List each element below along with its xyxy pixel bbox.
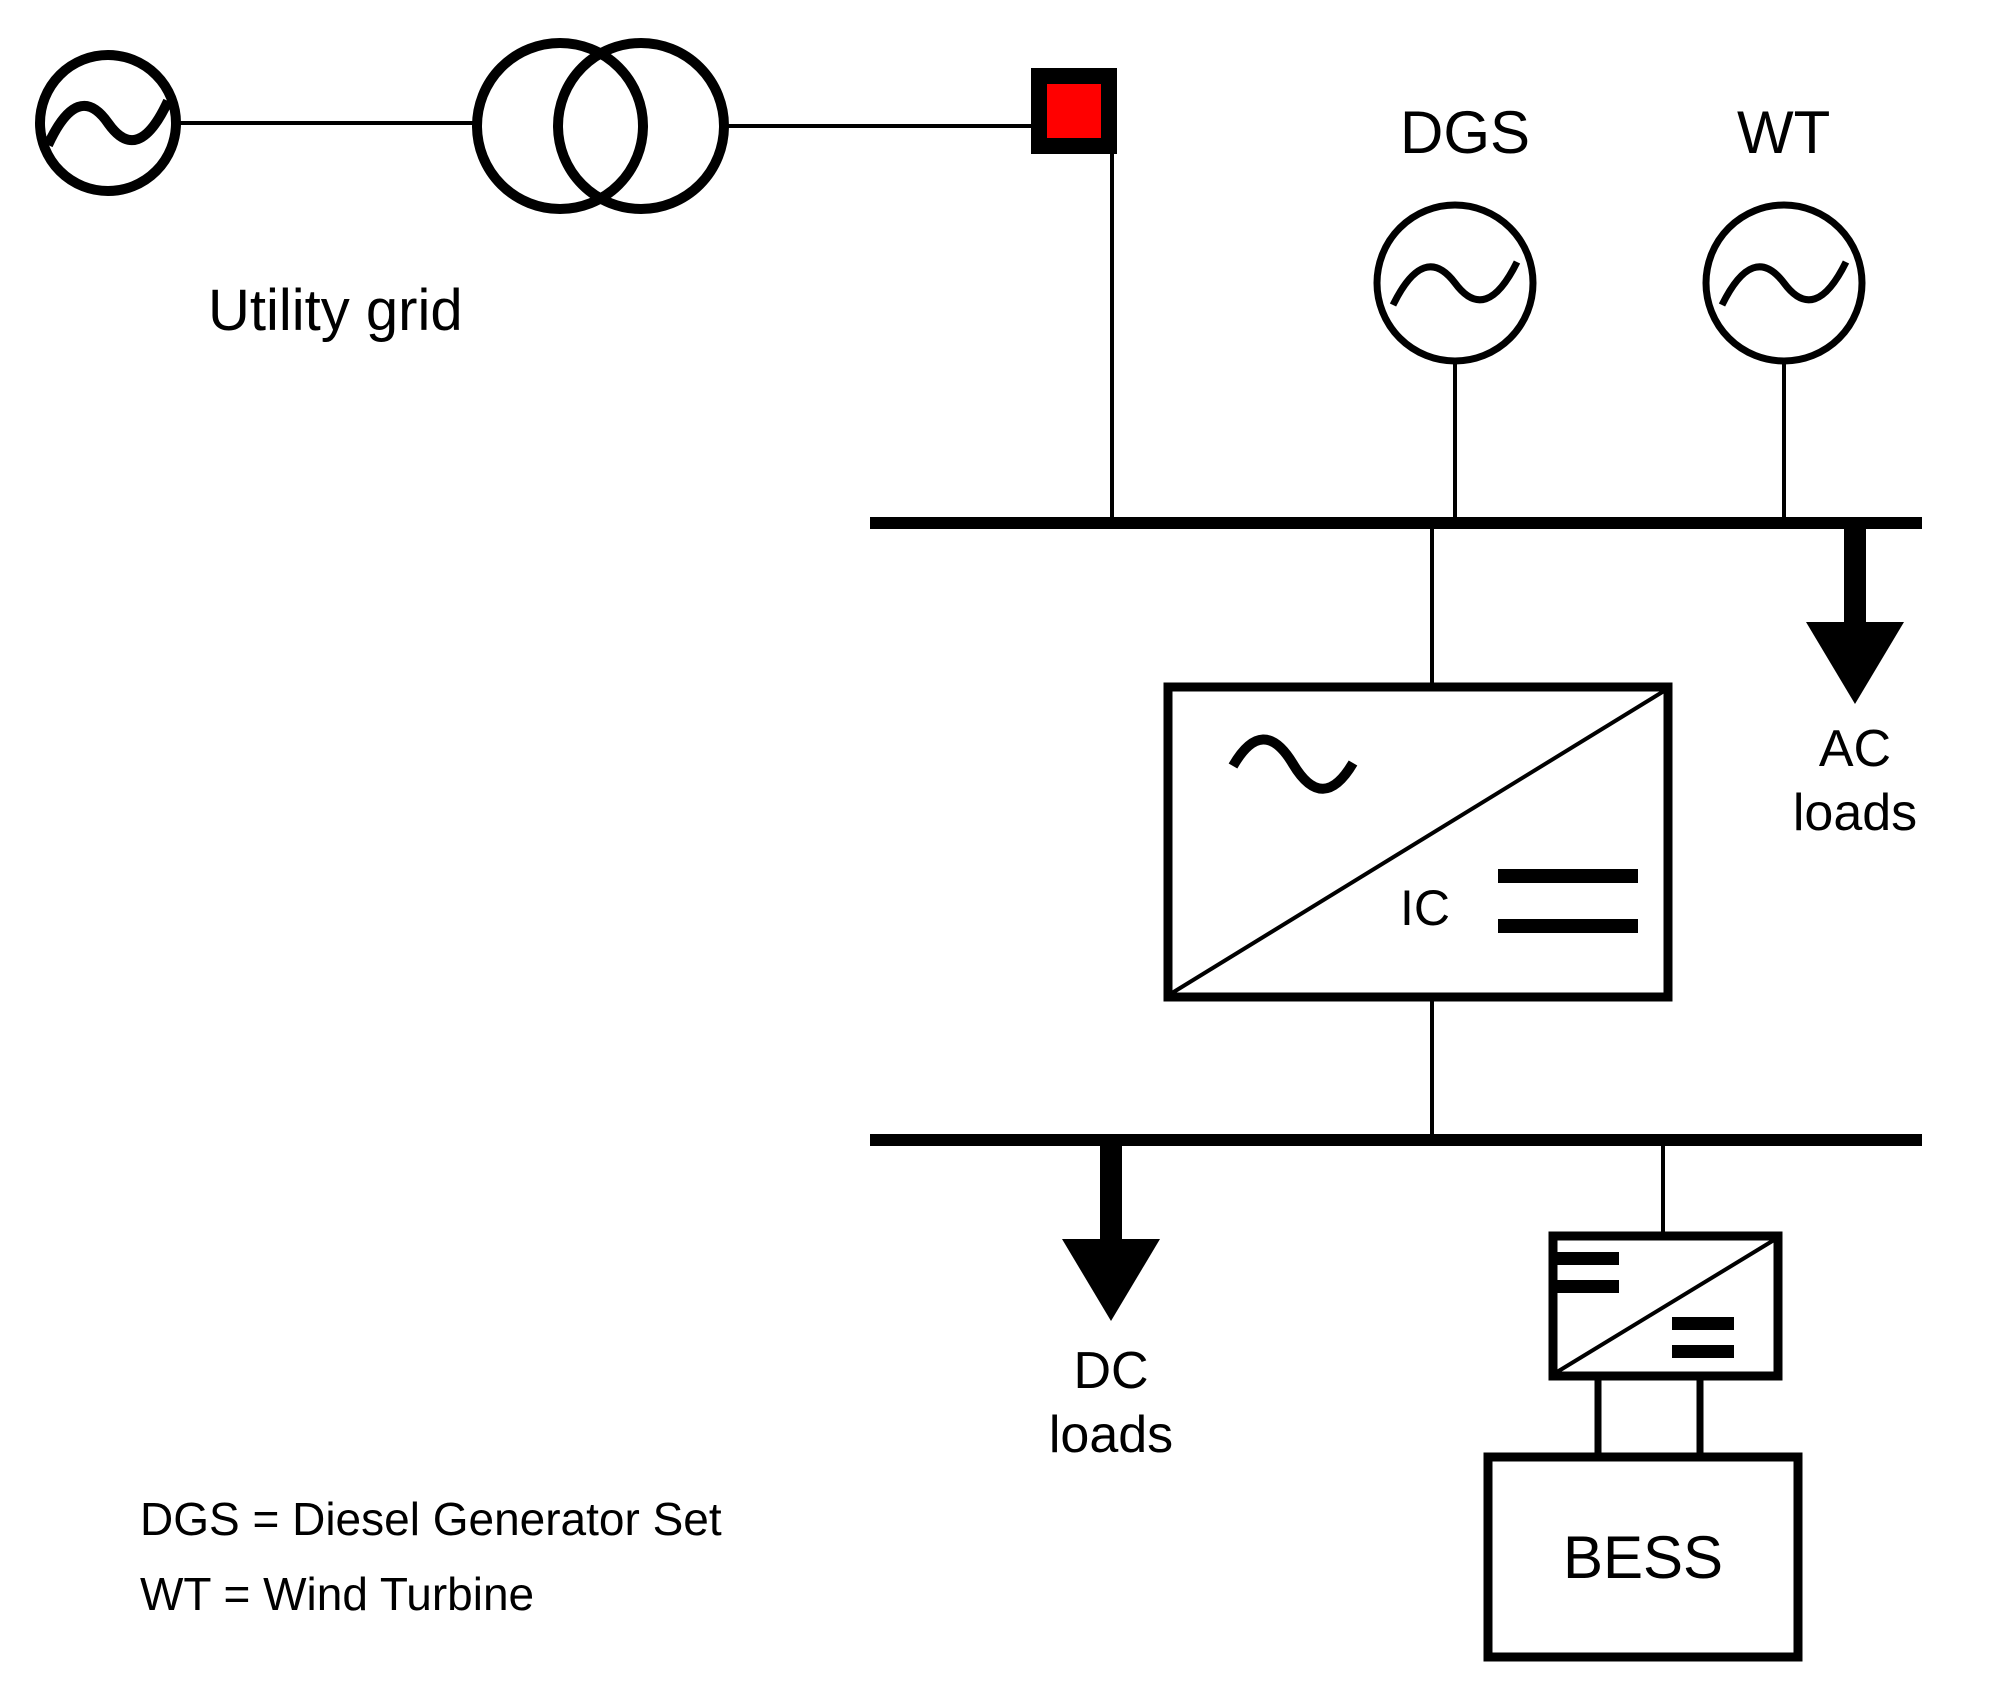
line-breaker-to-ac-bus: [1109, 107, 1114, 522]
ac-loads-label-line1: AC: [1819, 720, 1891, 778]
dc-bus: [870, 1134, 1922, 1146]
dc-loads-label-line2: loads: [1049, 1406, 1173, 1464]
dc-loads-arrow-icon: [1062, 1145, 1160, 1321]
dc-loads-label-line1: DC: [1073, 1342, 1148, 1400]
ac-loads-label-line2: loads: [1793, 784, 1917, 842]
dgs-label: DGS: [1400, 99, 1530, 166]
ac-bus: [870, 517, 1922, 529]
utility-grid-label: Utility grid: [208, 278, 463, 343]
circuit-breaker-icon[interactable]: [1031, 68, 1117, 154]
legend-line-wt: WT = Wind Turbine: [140, 1568, 534, 1620]
wt-label: WT: [1737, 99, 1830, 166]
ac-source-icon-dgs: [1373, 201, 1537, 365]
dc-dc-converter-icon-bess: [1548, 1231, 1783, 1381]
ic-label: IC: [1400, 880, 1450, 936]
ac-source-icon-wt: [1702, 201, 1866, 365]
legend-line-dgs: DGS = Diesel Generator Set: [140, 1493, 722, 1545]
bess-box: [1483, 1452, 1803, 1662]
transformer-icon: [472, 38, 729, 214]
ac-dc-converter-icon-ic: [1163, 682, 1673, 1002]
ac-source-icon-utility: [35, 50, 181, 196]
ac-loads-arrow-icon: [1806, 528, 1904, 704]
bess-label: BESS: [1563, 1524, 1723, 1591]
